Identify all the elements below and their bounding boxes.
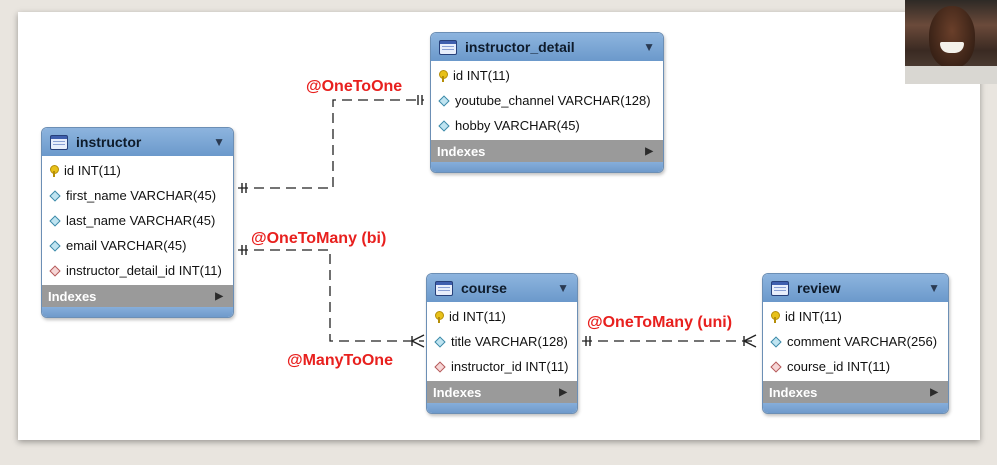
- indexes-section[interactable]: Indexes ▶: [427, 381, 577, 403]
- column-diamond-icon: [438, 94, 450, 107]
- presenter-photo: [905, 0, 997, 84]
- primary-key-icon: [49, 164, 59, 177]
- face-shape: [929, 6, 975, 68]
- table-review[interactable]: review ▼ id INT(11) comment VARCHAR(256)…: [762, 273, 949, 414]
- label-one-to-many-bi: @OneToMany (bi): [251, 230, 387, 247]
- column-row[interactable]: last_name VARCHAR(45): [42, 208, 233, 233]
- label-one-to-one: @OneToOne: [306, 78, 403, 95]
- table-name: course: [461, 280, 507, 296]
- column-diamond-icon: [434, 335, 446, 348]
- primary-key-icon: [434, 310, 444, 323]
- table-name: instructor: [76, 134, 142, 150]
- indexes-section[interactable]: Indexes ▶: [431, 140, 663, 162]
- column-row[interactable]: hobby VARCHAR(45): [431, 113, 663, 138]
- table-icon: [435, 280, 453, 296]
- collapse-arrow-icon[interactable]: ▼: [928, 281, 940, 295]
- table-header[interactable]: review ▼: [763, 274, 948, 302]
- column-row[interactable]: title VARCHAR(128): [427, 329, 577, 354]
- collapse-arrow-icon[interactable]: ▼: [213, 135, 225, 149]
- foreign-key-diamond-icon: [434, 360, 446, 373]
- column-row[interactable]: id INT(11): [427, 304, 577, 329]
- column-row[interactable]: id INT(11): [431, 63, 663, 88]
- column-row[interactable]: email VARCHAR(45): [42, 233, 233, 258]
- primary-key-icon: [770, 310, 780, 323]
- table-instructor[interactable]: instructor ▼ id INT(11) first_name VARCH…: [41, 127, 234, 318]
- column-row[interactable]: first_name VARCHAR(45): [42, 183, 233, 208]
- table-icon: [50, 134, 68, 150]
- collapse-arrow-icon[interactable]: ▼: [557, 281, 569, 295]
- label-one-to-many-uni: @OneToMany (uni): [587, 314, 733, 331]
- label-many-to-one: @ManyToOne: [287, 352, 393, 369]
- column-row[interactable]: id INT(11): [42, 158, 233, 183]
- indexes-section[interactable]: Indexes ▶: [763, 381, 948, 403]
- column-row[interactable]: id INT(11): [763, 304, 948, 329]
- column-diamond-icon: [49, 189, 61, 202]
- column-row[interactable]: comment VARCHAR(256): [763, 329, 948, 354]
- table-header[interactable]: course ▼: [427, 274, 577, 302]
- table-header[interactable]: instructor ▼: [42, 128, 233, 156]
- column-diamond-icon: [770, 335, 782, 348]
- expand-arrow-icon[interactable]: ▶: [559, 386, 567, 398]
- expand-arrow-icon[interactable]: ▶: [215, 290, 223, 302]
- foreign-key-diamond-icon: [770, 360, 782, 373]
- column-row[interactable]: instructor_detail_id INT(11): [42, 258, 233, 283]
- table-name: instructor_detail: [465, 39, 575, 55]
- column-row[interactable]: course_id INT(11): [763, 354, 948, 379]
- table-icon: [771, 280, 789, 296]
- column-diamond-icon: [49, 239, 61, 252]
- primary-key-icon: [438, 69, 448, 82]
- column-row[interactable]: youtube_channel VARCHAR(128): [431, 88, 663, 113]
- table-header[interactable]: instructor_detail ▼: [431, 33, 663, 61]
- table-icon: [439, 39, 457, 55]
- expand-arrow-icon[interactable]: ▶: [930, 386, 938, 398]
- table-course[interactable]: course ▼ id INT(11) title VARCHAR(128) i…: [426, 273, 578, 414]
- indexes-section[interactable]: Indexes ▶: [42, 285, 233, 307]
- column-row[interactable]: instructor_id INT(11): [427, 354, 577, 379]
- table-instructor-detail[interactable]: instructor_detail ▼ id INT(11) youtube_c…: [430, 32, 664, 173]
- collapse-arrow-icon[interactable]: ▼: [643, 40, 655, 54]
- expand-arrow-icon[interactable]: ▶: [645, 145, 653, 157]
- foreign-key-diamond-icon: [49, 264, 61, 277]
- column-diamond-icon: [49, 214, 61, 227]
- column-diamond-icon: [438, 119, 450, 132]
- table-name: review: [797, 280, 841, 296]
